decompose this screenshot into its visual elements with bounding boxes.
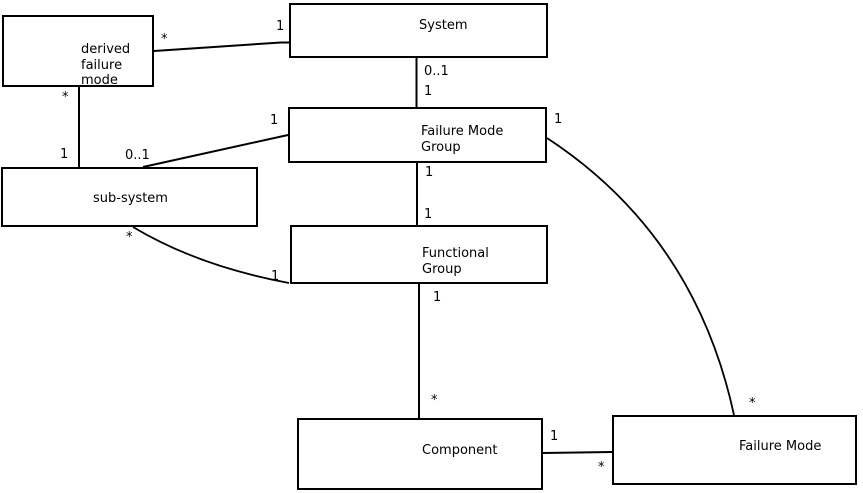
entity-label-failure-mode-group: Failure Mode Group [421,124,504,155]
relation-line-subsystem-functionalgroup [132,226,290,284]
relation-line-derivedfm-system [153,41,289,52]
entity-failure-mode-group: Failure Mode Group [288,107,547,163]
multiplicity-derivedfm-subsystem-near-derivedfm: * [62,90,69,105]
entity-label-component: Component [422,443,498,458]
relation-line-failuremodegroup-failuremode [546,137,735,416]
multiplicity-fmg-functionalgroup-near-fmg: 1 [425,165,434,180]
multiplicity-fmg-failuremode-near-fmg: 1 [554,112,563,127]
multiplicity-functionalgroup-component-near-functionalgroup: 1 [433,290,442,305]
entity-component: Component [297,418,543,490]
multiplicity-system-fmg-near-system: 0..1 [424,64,449,79]
multiplicity-fmg-subsystem-near-fmg: 1 [270,113,279,128]
relation-line-component-failuremode [542,451,613,454]
multiplicity-functionalgroup-component-near-component: * [431,393,438,408]
entity-system: System [289,3,548,58]
multiplicity-fmg-subsystem-near-subsystem: 0..1 [125,148,150,163]
entity-sub-system: sub-system [1,167,258,227]
multiplicity-derivedfm-subsystem-near-subsystem: 1 [60,147,69,162]
entity-derived-failure-mode: derived failure mode [2,15,154,88]
entity-label-functional-group: Functional Group [422,246,489,277]
multiplicity-fmg-functionalgroup-near-functionalgroup: 1 [424,207,433,222]
multiplicity-component-failuremode-near-failuremode: * [598,460,605,475]
entity-label-derived-failure-mode: derived failure mode [81,42,131,88]
multiplicity-subsystem-functionalgroup-near-subsystem: * [126,230,133,245]
multiplicity-system-fmg-near-fmg: 1 [424,84,433,99]
relation-line-failuremodegroup-subsystem [142,134,289,168]
multiplicity-fmg-failuremode-near-failuremode: * [749,396,756,411]
entity-label-failure-mode: Failure Mode [739,439,822,454]
multiplicity-derivedfm-system-near-derivedfm: * [161,32,168,47]
entity-label-system: System [419,18,468,33]
entity-label-sub-system: sub-system [93,191,168,206]
multiplicity-component-failuremode-near-component: 1 [550,429,559,444]
entity-failure-mode: Failure Mode [612,415,857,485]
entity-functional-group: Functional Group [290,225,548,284]
multiplicity-subsystem-functionalgroup-near-functionalgroup: 1 [271,269,280,284]
multiplicity-derivedfm-system-near-system: 1 [276,19,285,34]
